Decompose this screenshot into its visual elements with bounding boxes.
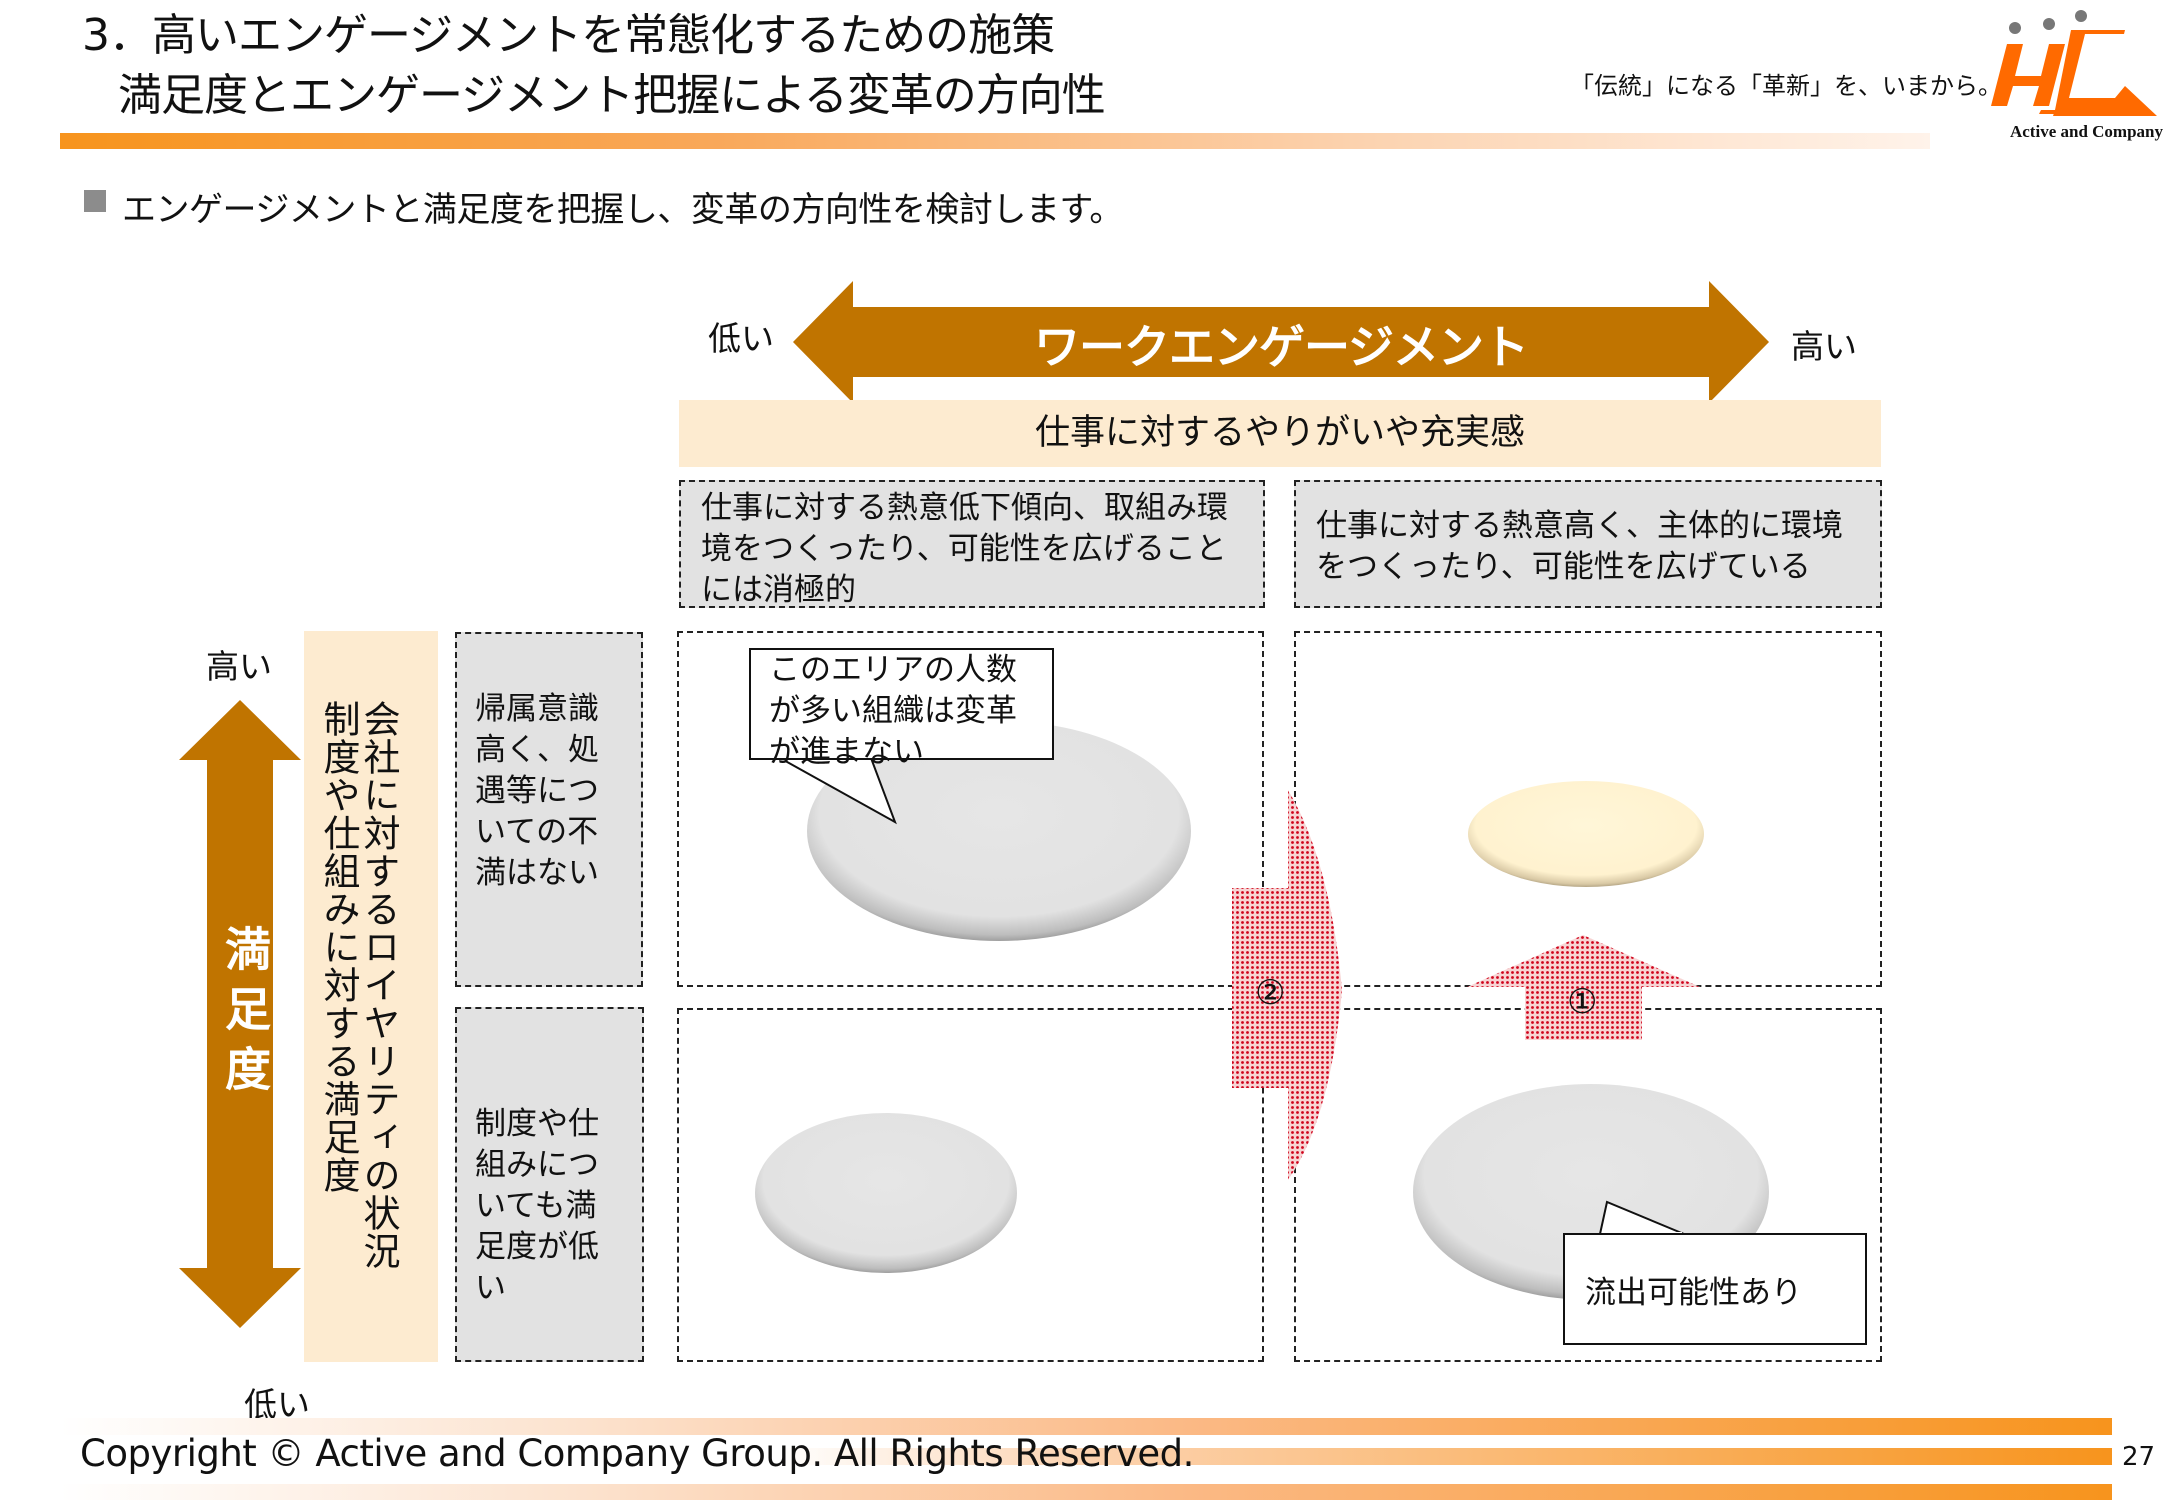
satisfaction-banner-line-2: 制度や仕組みに対する満足度 bbox=[317, 700, 360, 1194]
title-underline-bar bbox=[60, 133, 1930, 149]
satisfaction-low-label: 低い bbox=[244, 1385, 310, 1424]
transition-1-label: ① bbox=[1567, 982, 1598, 1022]
engagement-high-label: 高い bbox=[1791, 327, 1857, 366]
satisfaction-double-arrow-icon bbox=[179, 700, 301, 1328]
satisfaction-high-label: 高い bbox=[206, 647, 272, 686]
company-tagline: 「伝統」になる「革新」を、いまから。 bbox=[1570, 72, 2002, 100]
footer-bar bbox=[60, 1448, 2112, 1465]
satisfaction-banner bbox=[304, 631, 438, 1362]
footer-bar bbox=[60, 1484, 2112, 1500]
quadrant-bottom-left bbox=[677, 1008, 1264, 1362]
company-logo-icon bbox=[1991, 10, 2157, 116]
engagement-banner: 仕事に対するやりがいや充実感 bbox=[679, 400, 1881, 467]
satisfaction-banner-line-1: 会社に対するロイヤリティの状況 bbox=[357, 700, 400, 1270]
high-engagement-description: 仕事に対する熱意高く、主体的に環境をつくったり、可能性を広げている bbox=[1294, 480, 1882, 608]
page-number: 27 bbox=[2122, 1442, 2156, 1472]
callout-attrition-risk: 流出可能性あり bbox=[1563, 1233, 1867, 1345]
gray-square-bullet-icon bbox=[84, 190, 106, 212]
transition-2-label: ② bbox=[1255, 973, 1286, 1013]
satisfaction-banner-text: 会社に対するロイヤリティの状況 制度や仕組みに対する満足度 bbox=[317, 700, 400, 1320]
copyright-text: Copyright © Active and Company Group. Al… bbox=[80, 1432, 1194, 1475]
satisfaction-axis-label: 満足度 bbox=[218, 925, 272, 1105]
page-title-line-1: 3．高いエンゲージメントを常態化するための施策 bbox=[82, 10, 1055, 61]
engagement-axis-label: ワークエンゲージメント bbox=[1033, 320, 1529, 374]
company-logo-text: Active and Company bbox=[2009, 122, 2163, 141]
low-satisfaction-description: 制度や仕組みについても満足度が低い bbox=[455, 1007, 644, 1362]
quadrant-top-right bbox=[1294, 631, 1882, 987]
engagement-low-label: 低い bbox=[708, 319, 774, 358]
callout-no-change: このエリアの人数が多い組織は変革が進まない bbox=[749, 648, 1054, 770]
lead-text: エンゲージメントと満足度を把握し、変革の方向性を検討します。 bbox=[122, 190, 1123, 230]
footer-bar bbox=[60, 1418, 2112, 1435]
high-satisfaction-description: 帰属意識高く、処遇等についての不満はない bbox=[455, 632, 643, 987]
low-engagement-description: 仕事に対する熱意低下傾向、取組み環境をつくったり、可能性を広げることには消極的 bbox=[679, 480, 1265, 608]
page-title-line-2: 満足度とエンゲージメント把握による変革の方向性 bbox=[118, 70, 1106, 121]
engagement-double-arrow-icon bbox=[793, 281, 1769, 403]
